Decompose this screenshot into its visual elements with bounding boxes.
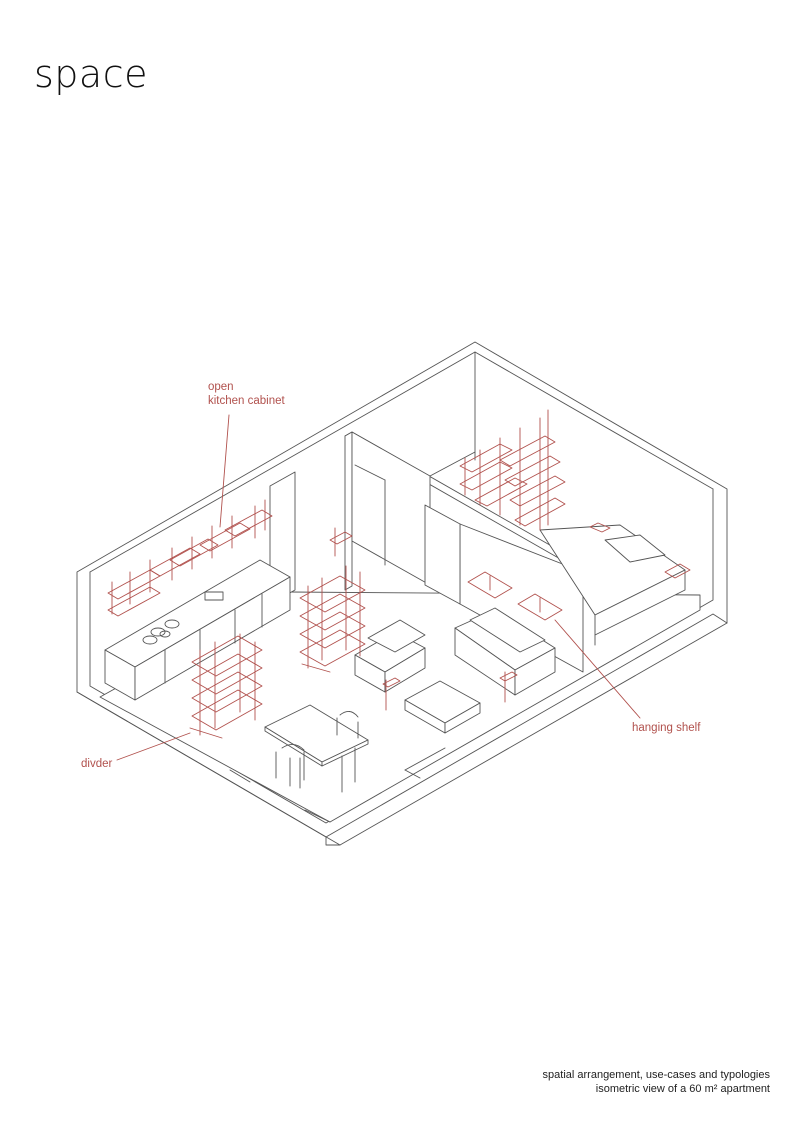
bedroom-shelves — [329, 409, 566, 557]
caption: spatial arrangement, use-cases and typol… — [543, 1069, 770, 1097]
kitchen-counter — [104, 559, 291, 701]
caption-line-1: spatial arrangement, use-cases and typol… — [542, 1069, 770, 1081]
armchair — [354, 619, 426, 693]
coffee-table — [404, 680, 481, 734]
kitchen-label-line-1: open — [208, 381, 234, 393]
page-title: space — [34, 52, 148, 96]
dining-table — [264, 704, 369, 793]
bed — [539, 524, 686, 646]
central-shelf — [299, 565, 366, 673]
kitchen-label-line-2: kitchen cabinet — [208, 394, 285, 407]
kitchen-cabinet-label: open kitchen cabinet — [208, 381, 285, 409]
hanging-shelves — [467, 522, 691, 621]
divider-shelf — [189, 633, 263, 739]
hanging-shelf-label: hanging shelf — [632, 722, 701, 734]
dining-chair — [275, 711, 359, 787]
caption-line-2: isometric view of a 60 m² apartment — [595, 1082, 770, 1095]
side-elements — [382, 671, 518, 711]
kitchen-shelves — [107, 499, 273, 617]
divider-label: divder — [81, 758, 113, 770]
label-leaders — [116, 414, 641, 761]
